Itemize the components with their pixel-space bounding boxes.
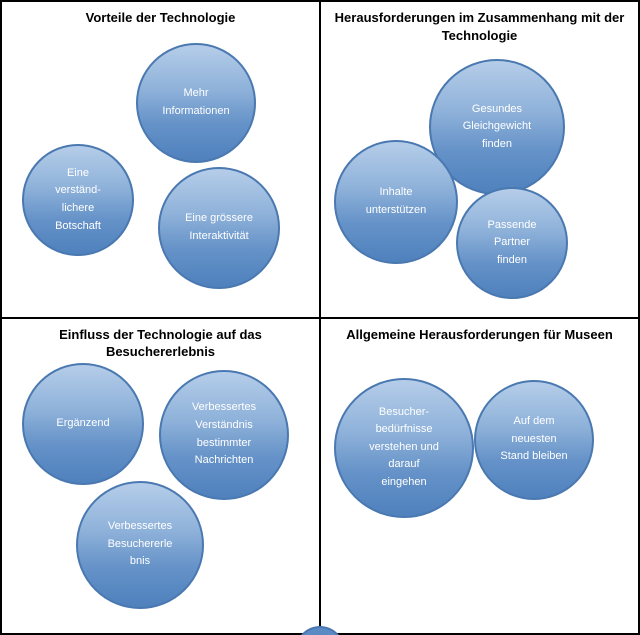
bubble-label: Eine grössere Interaktivität [185, 212, 253, 242]
bubble-gesundes-gleichgewicht: Gesundes Gleichgewicht finden [429, 59, 565, 195]
bubble-label: Inhalte unterstützen [365, 186, 427, 216]
quadrant-herausforderungen-technologie: Herausforderungen im Zusammenhang mit de… [321, 2, 638, 317]
quadrant-einfluss-besuchererlebnis: Einfluss der Technologie auf das Besuche… [2, 318, 319, 633]
bubble-verbessertes-besuchererlebnis: Verbessertes Besuchererle bnis [76, 480, 204, 609]
bubble-neuester-stand: Auf dem neuesten Stand bleiben [474, 379, 594, 500]
bubble-label: Gesundes Gleichgewicht finden [462, 102, 532, 150]
bubble-label: Ergänzend [56, 416, 110, 429]
bubble-passende-partner: Passende Partner finden [456, 187, 568, 299]
bubble-verstaendlichere-botschaft: Eine verständ- lichere Botschaft [22, 144, 134, 256]
bubble-label: Besucher- bedürfnisse verstehen und dara… [369, 405, 439, 488]
bubble-besucherbeduerfnisse: Besucher- bedürfnisse verstehen und dara… [334, 377, 474, 518]
quadrant-vorteile-der-technologie: Vorteile der Technologie Mehr Informatio… [2, 2, 319, 317]
quadrant-title: Einfluss der Technologie auf das Besuche… [59, 326, 262, 360]
bubble-label: Mehr Informationen [162, 87, 230, 117]
bubble-ergaenzend: Ergänzend [22, 362, 144, 485]
bubble-label: Passende Partner finden [487, 218, 537, 266]
bubble-inhalte-unterstuetzen: Inhalte unterstützen [334, 140, 458, 264]
quadrant-title: Allgemeine Herausforderungen für Museen [346, 326, 613, 342]
quadrant-title: Vorteile der Technologie [85, 10, 236, 25]
quadrant-title: Herausforderungen im Zusammenhang mit de… [334, 10, 625, 43]
bubble-label: Auf dem neuesten Stand bleiben [500, 415, 568, 463]
bubble-verbessertes-verstaendnis: Verbessertes Verständnis bestimmter Nach… [159, 369, 289, 500]
bubble-label: Verbessertes Verständnis bestimmter Nach… [191, 401, 257, 467]
bubble-groessere-interaktivitaet: Eine grössere Interaktivität [158, 167, 280, 289]
bubble-label: Verbessertes Besuchererle bnis [107, 520, 173, 568]
bubble-mehr-informationen: Mehr Informationen [136, 43, 256, 163]
quadrant-allgemeine-herausforderungen: Allgemeine Herausforderungen für Museen … [321, 318, 638, 633]
bubble-label: Eine verständ- lichere Botschaft [55, 166, 101, 232]
